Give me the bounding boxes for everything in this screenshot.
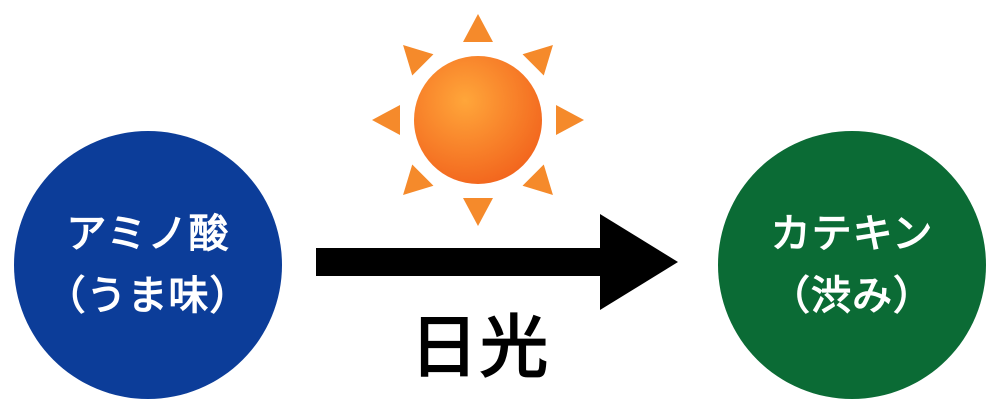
node-catechin-subtitle: （渋み） <box>770 273 934 319</box>
node-amino-acid-subtitle: （うま味） <box>45 273 251 319</box>
arrow-head <box>600 214 678 310</box>
sun-ray <box>556 105 584 135</box>
sun-ray <box>463 198 493 226</box>
sun-ray <box>372 105 400 135</box>
sun-ray <box>403 164 434 195</box>
node-catechin: カテキン （渋み） <box>718 131 986 399</box>
sun-icon <box>372 14 584 226</box>
node-amino-acid: アミノ酸 （うま味） <box>14 131 282 399</box>
sun-rays <box>372 14 584 226</box>
sun-ray <box>463 14 493 42</box>
sun-ray <box>522 164 553 195</box>
node-catechin-title: カテキン <box>770 211 934 257</box>
sun-core <box>414 56 542 184</box>
sun-ray <box>522 45 553 76</box>
arrow-label: 日光 <box>409 309 550 388</box>
arrow-shaft <box>316 248 616 276</box>
arrow-icon <box>316 214 678 310</box>
node-amino-acid-title: アミノ酸 <box>66 211 230 257</box>
sun-ray <box>403 45 434 76</box>
